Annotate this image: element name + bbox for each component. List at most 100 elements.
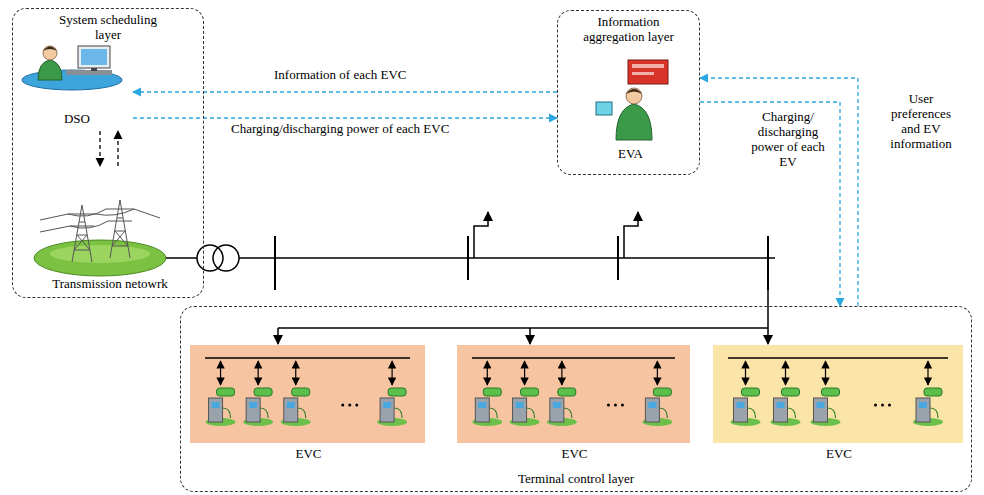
power-flow-arrow — [295, 361, 296, 385]
layer-box: System scheduling layerDSO Transmission n… — [12, 8, 204, 298]
charger-screen — [478, 402, 486, 408]
evc-bus — [728, 357, 948, 359]
charger-car — [521, 388, 539, 396]
station-node: EVC — [191, 346, 426, 466]
charger-pile — [645, 398, 659, 422]
station-node: EVC — [458, 346, 691, 466]
aggregator-icon — [596, 60, 668, 140]
charger-cable — [748, 408, 756, 418]
layer-title: System scheduling layer — [49, 13, 167, 43]
charger-pile — [550, 398, 564, 422]
power-flow-arrow — [785, 361, 786, 385]
edge-label-box: User preferences and EV information — [884, 92, 958, 152]
dashed-arrow — [700, 78, 858, 306]
charger-car — [742, 388, 760, 396]
ellipsis-dot — [874, 404, 877, 407]
charger-cable — [260, 408, 268, 418]
charger-pile — [209, 398, 223, 422]
node-label: EVC — [562, 447, 588, 462]
charger-screen — [383, 402, 391, 408]
dashed-arrow — [700, 102, 840, 306]
layer-box: Information aggregation layerEVA — [557, 10, 700, 175]
edge-label-box: Charging/ discharging power of each EV — [740, 110, 836, 170]
power-flow-arrow — [392, 361, 393, 385]
charger-cable — [527, 408, 535, 418]
layer-box: Terminal control layer EVC EVC EVC — [180, 306, 972, 492]
dashed-arrow — [133, 91, 557, 92]
charger-pile — [475, 398, 489, 422]
dashed-arrow — [133, 117, 557, 118]
edge-label: Charging/ discharging power of each EV — [740, 110, 836, 170]
charger-screen — [919, 402, 927, 408]
charger-screen — [553, 402, 561, 408]
charger-icons — [205, 358, 948, 426]
node-label: Transmission netowrk — [52, 277, 167, 292]
node-label: EVC — [826, 447, 852, 462]
charger-cable — [659, 408, 667, 418]
power-network — [166, 212, 775, 344]
charger-screen — [777, 402, 785, 408]
edge-label: Charging/discharging power of each EVC — [229, 122, 451, 137]
node-label: DSO — [64, 112, 90, 127]
charger-car — [292, 388, 310, 396]
network-node: Transmission netowrk — [21, 166, 199, 296]
charger-cable — [298, 408, 306, 418]
dashed-arrow — [117, 131, 118, 166]
charger-pile — [246, 398, 260, 422]
charger-cable — [788, 408, 796, 418]
node-label: EVA — [618, 147, 643, 162]
charger-screen — [287, 402, 295, 408]
evc-bus — [205, 357, 410, 359]
operator-icon — [22, 46, 122, 90]
ellipsis-dot — [348, 404, 351, 407]
power-flow-arrow — [524, 361, 525, 385]
charger-cable — [223, 408, 231, 418]
charger-pile — [774, 398, 788, 422]
layer-title: Terminal control layer — [518, 472, 634, 487]
layer-title: Information aggregation layer — [567, 15, 691, 45]
charger-cable — [828, 408, 836, 418]
charger-cable — [564, 408, 572, 418]
charger-pile — [513, 398, 527, 422]
ellipsis-dot — [888, 404, 891, 407]
charger-cable — [930, 408, 938, 418]
power-flow-arrow — [487, 361, 488, 385]
charger-pile — [734, 398, 748, 422]
charger-pile — [380, 398, 394, 422]
evc-panels — [190, 345, 963, 443]
charger-pile — [284, 398, 298, 422]
ellipsis-dot — [607, 404, 610, 407]
ellipsis-dot — [881, 404, 884, 407]
charger-car — [782, 388, 800, 396]
power-flow-arrow — [745, 361, 746, 385]
charger-car — [822, 388, 840, 396]
edge-label-box: Charging/discharging power of each EVC — [229, 122, 451, 137]
charger-car — [254, 388, 272, 396]
node-label: EVC — [296, 447, 322, 462]
operator-node: DSO — [21, 39, 133, 131]
edge-label-box: Information of each EVC — [272, 68, 408, 83]
charger-screen — [212, 402, 220, 408]
dashed-arrow — [99, 131, 100, 166]
station-node: EVC — [714, 346, 964, 466]
power-flow-arrow — [561, 361, 562, 385]
evc-bus — [472, 357, 675, 359]
charger-car — [558, 388, 576, 396]
ellipsis-dot — [621, 404, 624, 407]
charger-car — [217, 388, 235, 396]
charger-pile — [814, 398, 828, 422]
edge-label: User preferences and EV information — [884, 92, 958, 152]
ellipsis-dot — [341, 404, 344, 407]
edge-label: Information of each EVC — [272, 68, 408, 83]
charger-screen — [249, 402, 257, 408]
ellipsis-dot — [614, 404, 617, 407]
charger-screen — [648, 402, 656, 408]
charger-screen — [737, 402, 745, 408]
aggregator-node: EVA — [583, 56, 678, 166]
charger-car — [924, 388, 942, 396]
charger-cable — [394, 408, 402, 418]
charger-cable — [489, 408, 497, 418]
